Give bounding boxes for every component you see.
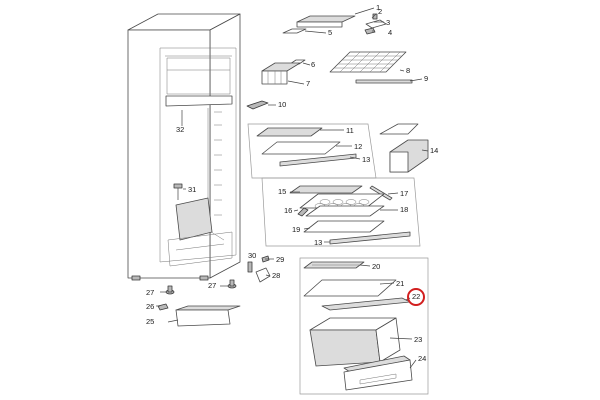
part-20-crisper-cover-trim [303, 261, 365, 269]
label-29: 29 [276, 255, 284, 264]
label-28: 28 [272, 271, 280, 280]
part-2-pin [372, 13, 378, 20]
label-13-lower: 13 [314, 238, 322, 247]
part-12-glass-shelf [261, 141, 341, 155]
label-27-right: 27 [208, 281, 216, 290]
label-15: 15 [278, 187, 286, 196]
part-23-crisper-drawer [309, 317, 401, 367]
part-22-crisper-front-trim [321, 297, 411, 311]
label-23: 23 [414, 335, 422, 344]
part-31-lamp [173, 183, 183, 200]
part-10-thermostat [246, 100, 269, 110]
label-30: 30 [248, 251, 256, 260]
part-15-shelf-rail [289, 185, 363, 194]
part-27-foot-left [165, 285, 175, 295]
part-28-lower-hinge [255, 267, 271, 283]
label-17: 17 [400, 189, 408, 198]
label-13-upper: 13 [362, 155, 370, 164]
part-13-shelf-front [279, 153, 357, 167]
part-7-ice-tray [261, 62, 301, 72]
part-11-shelf-trim [256, 127, 323, 137]
part-17-rail-right [369, 185, 393, 201]
part-8-wire-shelf [329, 51, 407, 73]
label-2: 2 [378, 7, 382, 16]
label-5: 5 [328, 28, 332, 37]
part-26-screw [157, 303, 169, 311]
refrigerator-cabinet [127, 13, 241, 281]
label-11: 11 [346, 126, 354, 135]
label-32: 32 [176, 125, 184, 134]
label-18: 18 [400, 205, 408, 214]
part-30-bracket [247, 261, 253, 273]
part-13-shelf-front-lower [329, 231, 411, 245]
parts [157, 13, 429, 395]
part-21-crisper-glass [303, 279, 397, 297]
label-22: 22 [412, 292, 420, 301]
part-24-drawer-front [343, 355, 413, 391]
leader-lines [156, 7, 429, 369]
label-19: 19 [292, 225, 300, 234]
label-27-left: 27 [146, 288, 154, 297]
label-10: 10 [278, 100, 286, 109]
label-16: 16 [284, 206, 292, 215]
part-25-kick-plate [175, 305, 241, 327]
part-4-washer [364, 27, 376, 35]
label-7: 7 [306, 79, 310, 88]
label-25: 25 [146, 317, 154, 326]
label-26: 26 [146, 302, 154, 311]
label-4: 4 [388, 28, 392, 37]
part-3-bracket [365, 19, 387, 29]
part-1-hinge-cover [296, 15, 356, 23]
label-1: 1 [376, 3, 380, 12]
label-31: 31 [188, 185, 196, 194]
label-8: 8 [406, 66, 410, 75]
label-3: 3 [386, 18, 390, 27]
label-9: 9 [424, 74, 428, 83]
part-9-rod [355, 79, 413, 84]
label-12: 12 [354, 142, 362, 151]
highlight-circle-part-22 [407, 288, 425, 306]
part-27-foot-right [227, 279, 237, 289]
part-16-clip [297, 207, 309, 217]
label-24: 24 [418, 354, 426, 363]
part-18-glass-shelf [305, 205, 385, 217]
label-14: 14 [430, 146, 438, 155]
part-labels: 1 2 3 4 5 6 7 8 9 10 11 12 13 14 15 16 1… [146, 3, 438, 363]
part-5-tray [282, 28, 307, 34]
part-14-door-bin [379, 123, 429, 173]
part-19-glass-shelf [303, 220, 385, 233]
label-20: 20 [372, 262, 380, 271]
label-21: 21 [396, 279, 404, 288]
label-6: 6 [311, 60, 315, 69]
